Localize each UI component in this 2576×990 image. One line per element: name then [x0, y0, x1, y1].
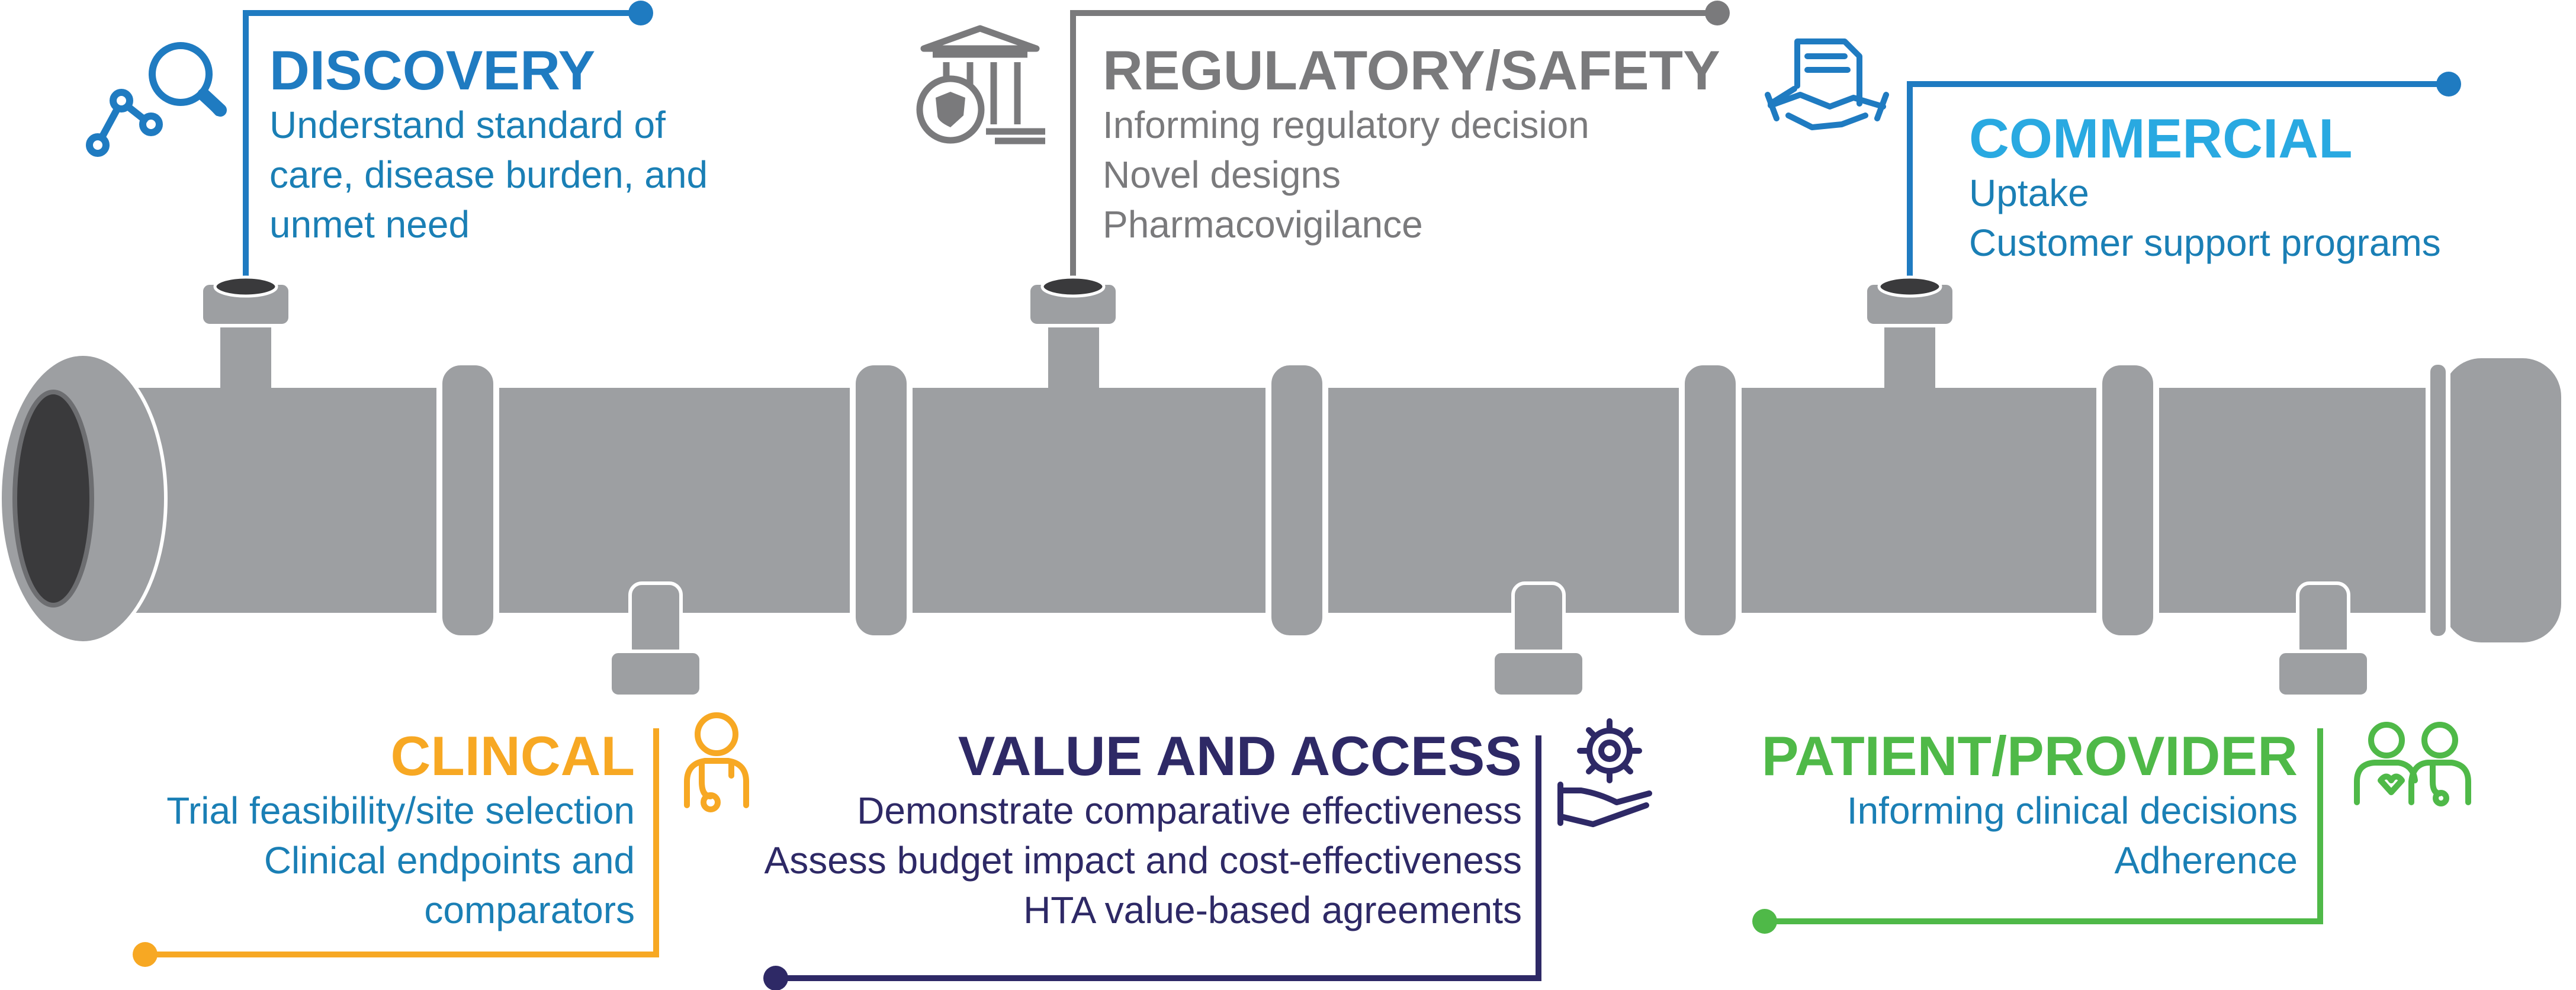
commercial-connector [1907, 81, 2449, 284]
commercial-line-2: Customer support programs [1969, 221, 2441, 264]
patient-section: PATIENT/PROVIDER Informing clinical deci… [1762, 727, 2298, 885]
discovery-line-3: unmet need [269, 202, 470, 246]
discovery-line-2: care, disease burden, and [269, 153, 708, 196]
discovery-dot [628, 1, 653, 25]
regulatory-line-3: Pharmacovigilance [1103, 202, 1423, 246]
handshake-document-icon [1765, 38, 1889, 130]
clinical-line-1: Trial feasibility/site selection [166, 789, 635, 832]
clinical-connector [145, 728, 659, 957]
top-outlet-discovery [200, 275, 292, 327]
bottom-outlet-clinical [608, 581, 703, 698]
regulatory-dot [1705, 1, 1730, 25]
value-dot [763, 966, 788, 990]
commercial-dot [2436, 72, 2461, 97]
patient-provider-icon [2354, 722, 2471, 806]
discovery-section: DISCOVERY Understand standard of care, d… [269, 41, 708, 249]
patient-dot [1752, 909, 1777, 934]
value-title: VALUE AND ACCESS [958, 725, 1522, 787]
top-outlet-regulatory [1027, 275, 1119, 327]
regulatory-line-1: Informing regulatory decision [1103, 103, 1589, 146]
gear-hand-icon [1557, 718, 1652, 827]
doctor-stethoscope-icon [684, 712, 749, 812]
pipe-right-end [2426, 352, 2567, 648]
value-section: VALUE AND ACCESS Demonstrate comparative… [765, 727, 1523, 935]
pipe-flanges [436, 359, 2159, 641]
connector-dots [133, 1, 2461, 990]
regulatory-connector [1070, 10, 1717, 284]
patient-title: PATIENT/PROVIDER [1761, 725, 2298, 787]
patient-connector [1765, 728, 2323, 924]
commercial-section: COMMERCIAL Uptake Customer support progr… [1969, 107, 2441, 268]
patient-line-2: Adherence [2114, 838, 2298, 882]
connector-lines [145, 10, 2449, 981]
commercial-title: COMMERCIAL [1969, 107, 2353, 169]
patient-line-1: Informing clinical decisions [1846, 789, 2298, 832]
top-outlet-commercial [1864, 275, 1956, 327]
bottom-outlet-patient [2276, 581, 2371, 698]
magnifier-network-icon [86, 42, 227, 157]
discovery-connector [243, 10, 641, 284]
clinical-title: CLINCAL [390, 725, 635, 787]
regulatory-section: REGULATORY/SAFETY Informing regulatory d… [1103, 41, 1720, 249]
regulatory-line-2: Novel designs [1103, 153, 1341, 196]
value-line-2: Assess budget impact and cost-effectiven… [764, 838, 1523, 882]
pipe [0, 275, 2567, 698]
pipe-left-opening [0, 352, 168, 645]
bottom-outlet-value [1491, 581, 1586, 698]
clinical-line-3: comparators [424, 888, 635, 931]
value-line-3: HTA value-based agreements [1023, 888, 1522, 931]
discovery-line-1: Understand standard of [269, 103, 666, 146]
clinical-section: CLINCAL Trial feasibility/site selection… [166, 727, 635, 935]
value-line-1: Demonstrate comparative effectiveness [857, 789, 1522, 832]
discovery-title: DISCOVERY [269, 39, 596, 101]
commercial-line-1: Uptake [1969, 171, 2089, 214]
clinical-dot [133, 942, 158, 967]
value-connector [776, 735, 1541, 981]
clinical-line-2: Clinical endpoints and [264, 838, 635, 882]
regulatory-title: REGULATORY/SAFETY [1103, 39, 1720, 101]
government-building-shield-icon [916, 25, 1045, 144]
